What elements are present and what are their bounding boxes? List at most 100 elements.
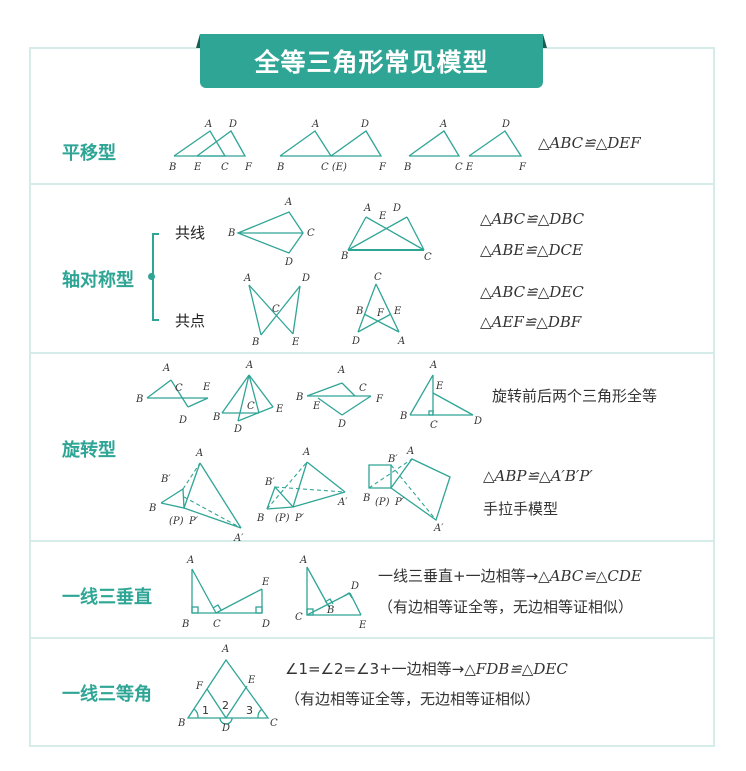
svg-text:B′: B′ xyxy=(264,477,275,488)
axial-formula-1: △ABC≌△DBC xyxy=(480,210,585,228)
svg-text:A: A xyxy=(429,360,437,371)
svg-text:C E: C E xyxy=(455,162,474,173)
svg-text:C: C xyxy=(430,420,438,431)
svg-text:C: C xyxy=(221,162,229,173)
section-divider xyxy=(31,540,713,542)
section-divider xyxy=(31,183,713,185)
svg-text:B: B xyxy=(399,411,407,422)
svg-text:A′: A′ xyxy=(337,497,348,508)
svg-text:E: E xyxy=(358,620,367,631)
svg-text:E: E xyxy=(275,404,284,415)
svg-text:(P): (P) xyxy=(275,513,290,524)
svg-text:D: D xyxy=(473,416,482,427)
svg-text:(P): (P) xyxy=(169,516,184,527)
hand-in-hand-figure-2: A B′ B (P) P′ A′ xyxy=(256,447,348,524)
three-angles-rule: ∠1=∠2=∠3+一边相等→△FDB≌△DEC xyxy=(285,658,568,679)
translation-figure-adjacent: A D B C (E) F xyxy=(276,119,387,173)
svg-text:A: A xyxy=(397,336,405,347)
svg-text:E: E xyxy=(261,577,270,588)
kite-figure: A B C D xyxy=(227,197,315,268)
rotation-figure-right-angle: A E B C D xyxy=(399,360,482,431)
svg-text:D: D xyxy=(392,203,401,214)
section-label-rotation: 旋转型 xyxy=(62,440,116,461)
svg-text:D: D xyxy=(284,257,293,268)
svg-text:D: D xyxy=(501,119,510,130)
svg-text:B: B xyxy=(362,493,370,504)
three-angles-rule-text: ∠1=∠2=∠3+一边相等→ xyxy=(285,660,465,678)
svg-text:F: F xyxy=(518,162,527,173)
svg-text:A: A xyxy=(195,448,203,459)
rotation-formula: △ABP≌△A′B′P′ xyxy=(483,467,593,485)
svg-text:D: D xyxy=(350,581,359,592)
svg-text:B: B xyxy=(326,605,334,616)
svg-text:E: E xyxy=(435,381,444,392)
three-perp-rule-text: 一线三垂直+一边相等→ xyxy=(378,567,539,585)
content-card xyxy=(29,47,715,747)
rotation-figure-pyramid: A B C E D xyxy=(212,360,284,435)
translation-figure-overlap: A D B E C F xyxy=(168,119,253,173)
svg-text:C: C xyxy=(247,401,255,412)
rotation-figure-parallelogram: A B E C F D xyxy=(295,365,384,430)
svg-text:1: 1 xyxy=(202,704,209,717)
sub-label-collinear: 共线 xyxy=(175,224,206,242)
three-perp-rule-formula: △ABC≌△CDE xyxy=(538,567,642,585)
svg-text:E: E xyxy=(291,337,300,348)
hand-in-hand-figure-1: A B′ B (P) P′ A′ xyxy=(148,448,244,544)
svg-text:A: A xyxy=(439,119,447,130)
svg-text:A′: A′ xyxy=(233,533,244,544)
rotation-note: 旋转前后两个三角形全等 xyxy=(492,387,658,405)
svg-text:A: A xyxy=(302,447,310,458)
section-label-axial-symmetry: 轴对称型 xyxy=(62,270,134,291)
svg-text:D: D xyxy=(261,619,270,630)
svg-text:A: A xyxy=(299,555,307,566)
svg-text:B: B xyxy=(403,162,411,173)
svg-text:B: B xyxy=(295,392,303,403)
svg-text:B: B xyxy=(355,306,363,317)
svg-text:D: D xyxy=(360,119,369,130)
svg-text:D: D xyxy=(178,415,187,426)
svg-text:F: F xyxy=(376,308,385,319)
svg-text:A: A xyxy=(204,119,212,130)
three-perp-rule: 一线三垂直+一边相等→△ABC≌△CDE xyxy=(378,565,642,586)
svg-text:A: A xyxy=(243,273,251,284)
svg-text:A: A xyxy=(245,360,253,371)
svg-text:B: B xyxy=(168,162,176,173)
svg-text:B: B xyxy=(276,162,284,173)
svg-text:E: E xyxy=(193,162,202,173)
three-perp-note: （有边相等证全等，无边相等证相似） xyxy=(378,598,634,616)
hand-in-hand-figure-squares: A B′ B (P) P′ A′ xyxy=(362,446,451,534)
svg-text:P′: P′ xyxy=(188,516,199,527)
svg-text:B: B xyxy=(251,337,259,348)
svg-text:D: D xyxy=(301,273,310,284)
svg-text:C: C xyxy=(270,718,278,729)
svg-text:B: B xyxy=(148,503,156,514)
svg-text:C: C xyxy=(175,383,183,394)
svg-text:A: A xyxy=(186,555,194,566)
translation-figure-separated: A D B C E F xyxy=(403,119,527,173)
axial-formula-4: △AEF≌△DBF xyxy=(480,313,582,331)
trapezoid-cross-figure: A E D B C xyxy=(340,203,432,263)
svg-text:E: E xyxy=(247,675,256,686)
section-divider xyxy=(31,637,713,639)
section-label-one-line-three-angles: 一线三等角 xyxy=(62,684,152,705)
svg-text:B: B xyxy=(135,394,143,405)
svg-text:B: B xyxy=(256,513,264,524)
svg-text:D: D xyxy=(351,336,360,347)
svg-text:C: C xyxy=(272,304,280,315)
svg-text:C: C xyxy=(359,383,367,394)
banner-fold-left xyxy=(196,34,200,48)
arrowhead-figure: C B F E D A xyxy=(351,272,405,347)
svg-text:B: B xyxy=(340,251,348,262)
svg-text:A: A xyxy=(221,644,229,655)
svg-text:E: E xyxy=(202,382,211,393)
svg-text:2: 2 xyxy=(222,699,229,712)
svg-text:B′: B′ xyxy=(160,474,171,485)
svg-text:E: E xyxy=(378,211,387,222)
svg-text:F: F xyxy=(244,162,253,173)
rotation-figure-bowtie: A B C E D xyxy=(135,363,211,426)
svg-text:B: B xyxy=(227,228,235,239)
svg-text:F: F xyxy=(195,681,204,692)
svg-text:A′: A′ xyxy=(433,523,444,534)
svg-text:F: F xyxy=(378,162,387,173)
svg-text:C (E): C (E) xyxy=(321,162,347,173)
